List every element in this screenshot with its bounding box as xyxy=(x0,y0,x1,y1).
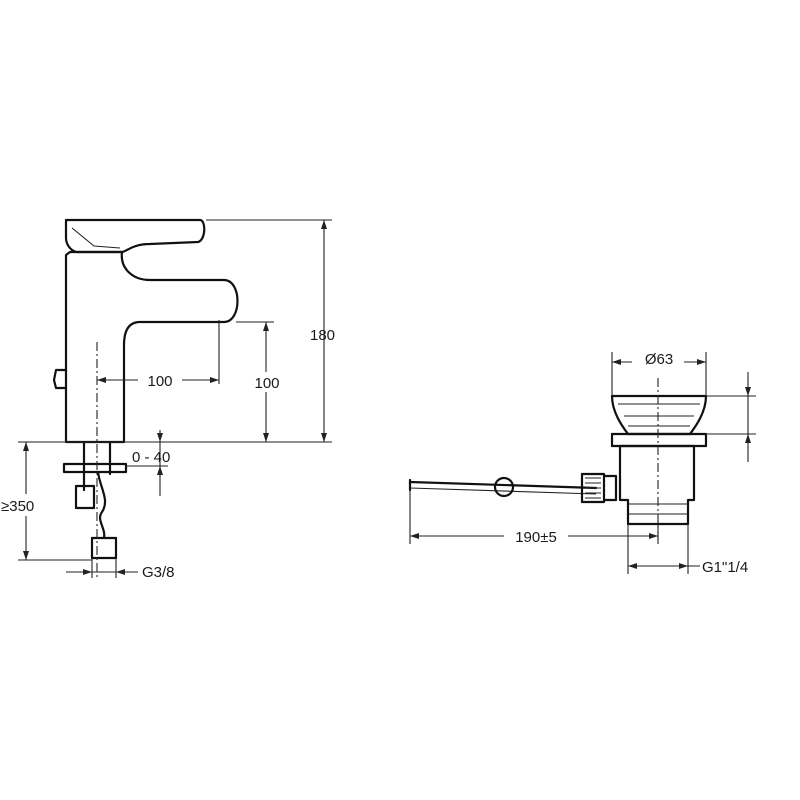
waste-flange xyxy=(610,394,708,436)
faucet-drawing: 100 100 180 0 - 40 ≥350 xyxy=(0,218,335,581)
dim-waste-diameter: Ø63 xyxy=(645,351,673,368)
dim-waste-thread: G1"1/4 xyxy=(702,559,748,576)
faucet-body xyxy=(64,250,239,444)
rod-ball xyxy=(493,476,515,498)
dim-total-height: 180 xyxy=(310,327,335,344)
base-plate xyxy=(62,462,128,474)
faucet-lever xyxy=(64,218,206,254)
waste-drawing: Ø63 190±5 G1"1/4 xyxy=(408,348,756,576)
dim-inlet-thread: G3/8 xyxy=(142,564,175,581)
mounting-shank xyxy=(82,440,112,492)
waste-nut xyxy=(610,432,708,448)
dim-spout-reach: 100 xyxy=(147,373,172,390)
dim-rod-length: 190±5 xyxy=(515,529,557,546)
popup-knob xyxy=(52,368,68,390)
hose-bend xyxy=(96,470,107,540)
hose-connector xyxy=(90,536,118,560)
mounting-nut xyxy=(74,484,96,510)
dim-deck-thickness: 0 - 40 xyxy=(132,449,170,466)
waste-body xyxy=(618,444,696,526)
rod-connector xyxy=(580,472,606,504)
popup-rod xyxy=(408,480,598,490)
lever-detail xyxy=(71,227,121,249)
dim-hose-length: ≥350 xyxy=(1,498,34,515)
dim-spout-height: 100 xyxy=(254,375,279,392)
